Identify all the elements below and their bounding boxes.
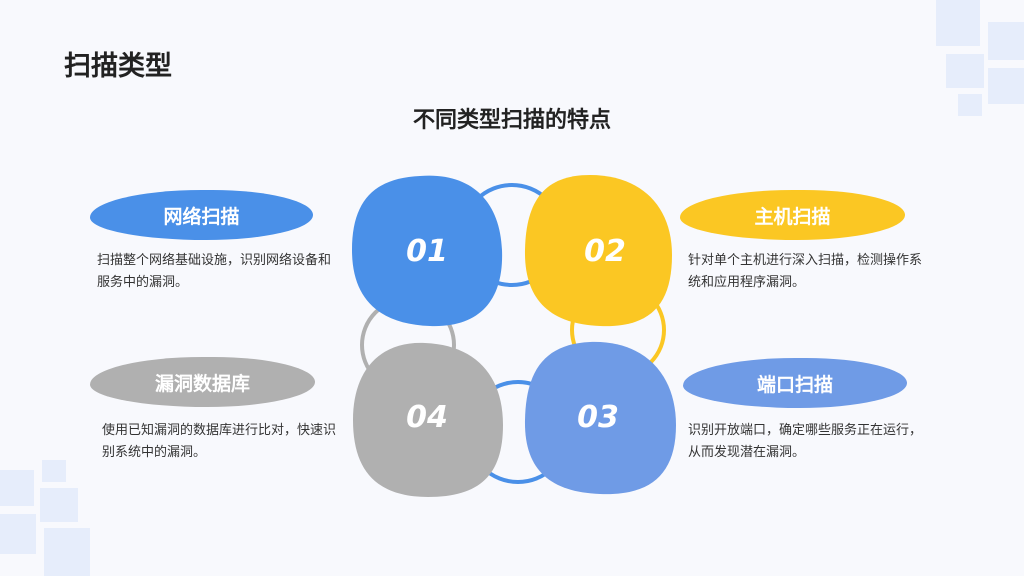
blob-02 — [524, 175, 672, 327]
step-number-02: 02 — [584, 234, 626, 269]
diagram-subtitle: 不同类型扫描的特点 — [412, 108, 611, 133]
decor-square — [958, 94, 982, 116]
desc-network-scan: 扫描整个网络基础设施，识别网络设备和服务中的漏洞。 — [97, 253, 332, 290]
page-title: 扫描类型 — [64, 51, 172, 82]
step-number-03: 03 — [577, 400, 619, 435]
decor-square — [988, 22, 1024, 60]
blob-01 — [352, 175, 503, 327]
decor-square — [44, 528, 90, 576]
label-pill-network-scan: 网络扫描 — [90, 190, 313, 240]
label-pill-vuln-database: 漏洞数据库 — [90, 357, 315, 407]
decor-square — [0, 470, 34, 506]
step-number-04: 04 — [406, 400, 448, 435]
label-pill-port-scan: 端口扫描 — [683, 358, 907, 408]
decor-square — [988, 68, 1024, 104]
desc-port-scan: 识别开放端口，确定哪些服务正在运行，从而发现潜在漏洞。 — [688, 423, 923, 460]
desc-host-scan: 针对单个主机进行深入扫描，检测操作系统和应用程序漏洞。 — [688, 253, 923, 290]
step-number-01: 01 — [406, 234, 448, 269]
decor-square — [946, 54, 984, 88]
label-pill-host-scan: 主机扫描 — [680, 190, 905, 240]
decor-square — [936, 0, 980, 46]
decor-square — [42, 460, 66, 482]
blob-03 — [524, 341, 676, 495]
decor-square — [40, 488, 78, 522]
decor-square — [0, 514, 36, 554]
blob-04 — [353, 342, 503, 497]
desc-vuln-database: 使用已知漏洞的数据库进行比对，快速识别系统中的漏洞。 — [102, 423, 337, 460]
